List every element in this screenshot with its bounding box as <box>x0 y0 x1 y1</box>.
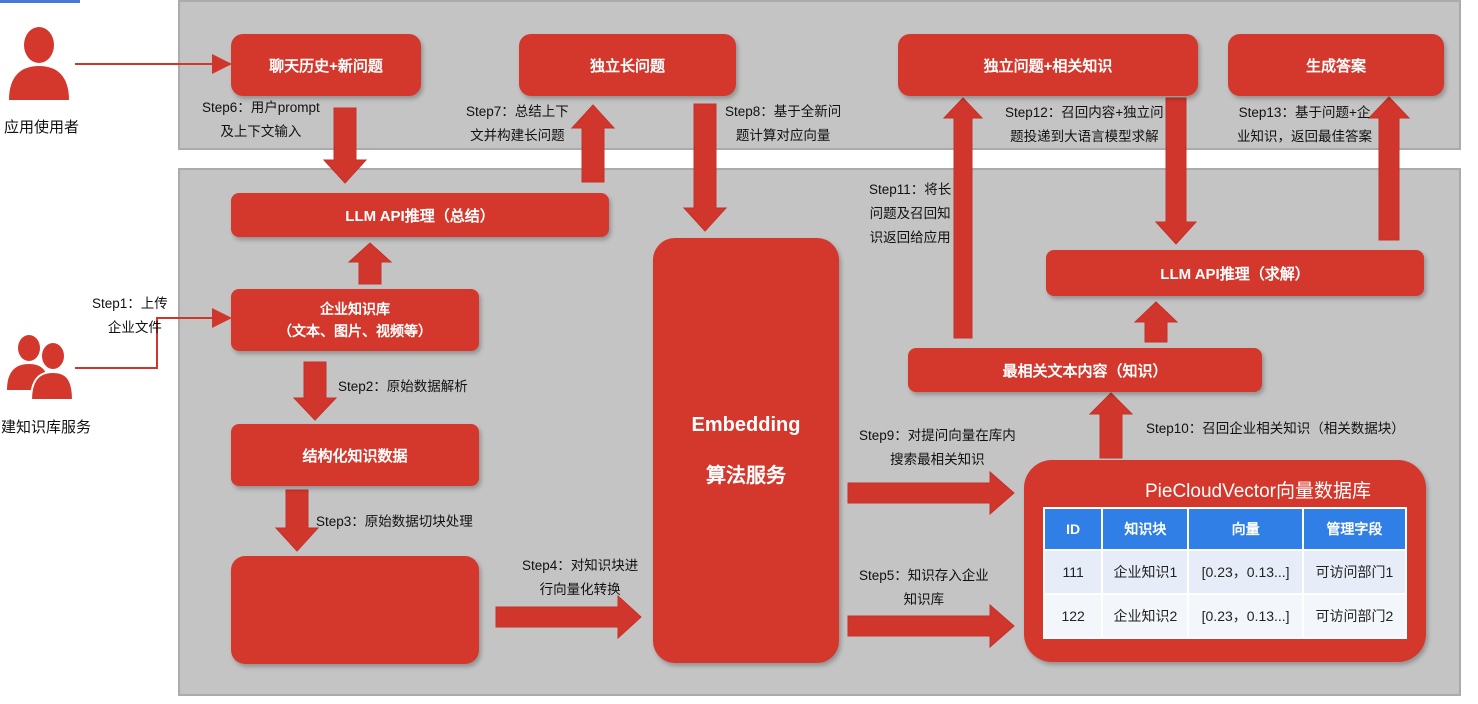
relevant-text-label: 最相关文本内容（知识） <box>1002 362 1168 380</box>
vector-table-header: ID 知识块 向量 管理字段 <box>1042 507 1408 551</box>
arrow-chat-to-llm <box>322 107 368 184</box>
user-person-icon <box>9 27 69 100</box>
arrow-structured-to-chunks <box>274 489 320 552</box>
arrow-embedding-to-db-store <box>847 603 1015 649</box>
llm-summary-label: LLM API推理（总结） <box>345 207 495 225</box>
knowledge-base-label: 企业知识库 <box>320 301 390 317</box>
arrow-kb-to-structured <box>292 361 338 421</box>
step8-label: Step8：基于全新问 题计算对应向量 <box>725 104 842 143</box>
table-row: 122 企业知识2 [0.23，0.13...] 可访问部门2 <box>1042 593 1408 639</box>
chunks-box <box>231 556 479 664</box>
arrow-question-to-embedding <box>682 103 728 232</box>
arrow-kb-to-llm <box>347 242 393 285</box>
step6-label: Step6：用户prompt 及上下文输入 <box>202 100 320 139</box>
step7-label: Step7：总结上下 文并构建长问题 <box>466 104 569 143</box>
standalone-question-box: 独立长问题 <box>519 34 736 96</box>
generate-answer-box: 生成答案 <box>1228 34 1444 96</box>
cell-chunk: 企业知识2 <box>1101 593 1190 639</box>
cell-vector: [0.23，0.13...] <box>1187 593 1304 639</box>
step2-label: Step2：原始数据解析 <box>338 379 468 394</box>
step4-label: Step4：对知识块进 行向量化转换 <box>522 558 639 597</box>
llm-solve-label: LLM API推理（求解） <box>1160 265 1310 283</box>
arrow-app-to-llm <box>1154 97 1198 245</box>
generate-answer-label: 生成答案 <box>1305 57 1366 75</box>
column-header-chunk: 知识块 <box>1101 507 1190 551</box>
step12-label: Step12：召回内容+独立问 题投递到大语言模型求解 <box>1005 105 1164 144</box>
step5-label: Step5：知识存入企业 知识库 <box>859 568 989 607</box>
standalone-question-label: 独立长问题 <box>589 57 665 75</box>
column-header-vector: 向量 <box>1187 507 1304 551</box>
structured-data-label: 结构化知识数据 <box>302 447 408 465</box>
arrow-chunks-to-embedding <box>495 594 642 640</box>
vector-table: ID 知识块 向量 管理字段 111 企业知识1 [0.23，0.13...] … <box>1042 507 1408 639</box>
step13-label: Step13：基于问题+企 业知识，返回最佳答案 <box>1237 105 1372 144</box>
vector-db-title: PieCloudVector向量数据库 <box>1145 481 1371 502</box>
llm-solve-box: LLM API推理（求解） <box>1046 250 1424 296</box>
embedding-service-box: Embedding 算法服务 <box>653 238 839 663</box>
cell-id: 122 <box>1042 593 1104 639</box>
chat-history-box: 聊天历史+新问题 <box>231 34 421 96</box>
builder-label: 构建知识库服务 <box>0 419 92 436</box>
arrow-llm-to-question <box>570 104 616 183</box>
cell-id: 111 <box>1042 549 1104 595</box>
builder-to-kb-arrow <box>75 308 232 369</box>
step11-label: Step11：将长 问题及召回知 识返回给应用 <box>869 182 952 245</box>
cell-admin: 可访问部门2 <box>1301 593 1408 639</box>
column-header-admin: 管理字段 <box>1301 507 1408 551</box>
cell-vector: [0.23，0.13...] <box>1187 549 1304 595</box>
arrow-embedding-to-db-search <box>847 470 1015 516</box>
knowledge-base-sublabel: （文本、图片、视频等） <box>278 323 432 339</box>
question-knowledge-label: 独立问题+相关知识 <box>983 57 1113 75</box>
arrow-db-to-relevant <box>1088 392 1134 459</box>
arrow-relevant-to-app <box>942 97 984 339</box>
arrow-relevant-to-llm <box>1133 301 1179 343</box>
table-row: 111 企业知识1 [0.23，0.13...] 可访问部门1 <box>1042 549 1408 595</box>
step10-label: Step10：召回企业相关知识（相关数据块） <box>1146 421 1405 436</box>
llm-summary-box: LLM API推理（总结） <box>231 193 609 237</box>
team-people-icon <box>7 335 75 401</box>
step3-label: Step3：原始数据切块处理 <box>316 514 473 529</box>
column-header-id: ID <box>1042 507 1104 551</box>
chat-history-label: 聊天历史+新问题 <box>269 57 383 75</box>
structured-data-box: 结构化知识数据 <box>231 424 479 486</box>
question-knowledge-box: 独立问题+相关知识 <box>898 34 1198 96</box>
user-label: 应用使用者 <box>4 119 80 136</box>
knowledge-base-box: 企业知识库 （文本、图片、视频等） <box>231 289 479 351</box>
step1-label: Step1：上传 企业文件 <box>92 296 168 335</box>
arrow-llm-to-answer <box>1367 96 1411 241</box>
step9-label: Step9：对提问向量在库内 搜索最相关知识 <box>859 428 1016 467</box>
top-accent-bar <box>0 0 80 3</box>
embedding-subtitle: 算法服务 <box>706 464 786 487</box>
embedding-title: Embedding <box>691 413 801 436</box>
cell-admin: 可访问部门1 <box>1301 549 1408 595</box>
relevant-text-box: 最相关文本内容（知识） <box>908 348 1262 392</box>
cell-chunk: 企业知识1 <box>1101 549 1190 595</box>
